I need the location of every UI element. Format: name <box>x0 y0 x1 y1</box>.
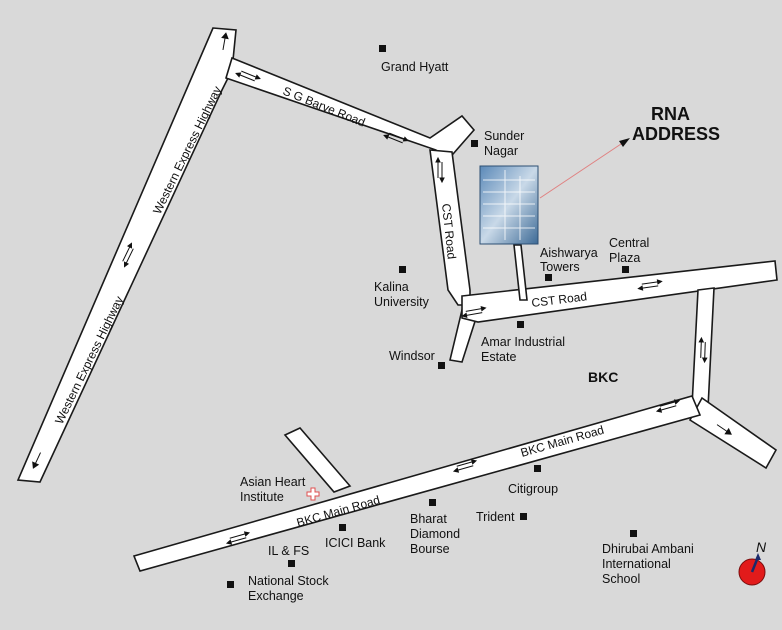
marker-icici-bank <box>339 524 346 531</box>
label-icici-bank: ICICI Bank <box>325 536 386 550</box>
marker-sunder-nagar <box>471 140 478 147</box>
landmark-markers <box>227 45 637 588</box>
marker-kalina-university <box>399 266 406 273</box>
marker-dhirubai-ambani <box>630 530 637 537</box>
east-exit-road <box>688 396 778 470</box>
marker-aishwarya-towers <box>545 274 552 281</box>
bkc-main-road <box>132 395 702 572</box>
one-way-arrow-south <box>32 452 41 469</box>
one-way-arrow-east <box>716 424 732 435</box>
two-way-arrow <box>461 305 487 319</box>
marker-national-stock-exchange <box>227 581 234 588</box>
cst-road-horizontal <box>461 260 778 323</box>
label-il-fs: IL & FS <box>268 544 309 558</box>
two-way-arrow <box>637 279 663 291</box>
marker-trident <box>520 513 527 520</box>
two-way-arrow <box>435 156 445 184</box>
two-way-arrow <box>452 459 478 473</box>
rna-building-image <box>479 165 539 245</box>
marker-citigroup <box>534 465 541 472</box>
two-way-arrow <box>383 132 409 144</box>
compass-north-label: N <box>756 539 767 555</box>
two-way-arrow <box>235 70 261 82</box>
north-compass-icon: N <box>738 539 767 586</box>
direction-arrows <box>32 32 732 545</box>
western-express-highway <box>16 27 237 483</box>
marker-central-plaza <box>622 266 629 273</box>
label-citigroup: Citigroup <box>508 482 558 496</box>
marker-il-fs <box>288 560 295 567</box>
label-trident: Trident <box>476 510 515 524</box>
two-way-arrow <box>122 242 134 268</box>
marker-grand-hyatt <box>379 45 386 52</box>
rna-address-title-line2: ADDRESS <box>632 124 720 144</box>
two-way-arrow <box>655 399 681 413</box>
one-way-arrow-north <box>221 32 229 50</box>
marker-amar-industrial <box>517 321 524 328</box>
road-label-cst-horizontal: CST Road <box>531 289 588 310</box>
address-pointer-arrowhead <box>619 138 630 147</box>
sg-barve-road <box>225 56 476 164</box>
address-pointer-line <box>539 141 625 199</box>
hospital-cross-icon <box>306 487 320 501</box>
two-way-arrow <box>225 531 251 545</box>
label-grand-hyatt: Grand Hyatt <box>381 60 449 74</box>
marker-windsor <box>438 362 445 369</box>
roads <box>16 27 778 572</box>
building-access-lane <box>513 244 528 301</box>
east-connector <box>691 287 715 409</box>
label-windsor: Windsor <box>389 349 435 363</box>
district-label-bkc: BKC <box>588 369 618 385</box>
marker-bharat-diamond <box>429 499 436 506</box>
rna-address-title-line1: RNA <box>651 104 690 124</box>
asian-heart-spur <box>283 427 352 493</box>
two-way-arrow <box>698 336 708 364</box>
road-label-cst-vertical: CST Road <box>439 203 459 260</box>
